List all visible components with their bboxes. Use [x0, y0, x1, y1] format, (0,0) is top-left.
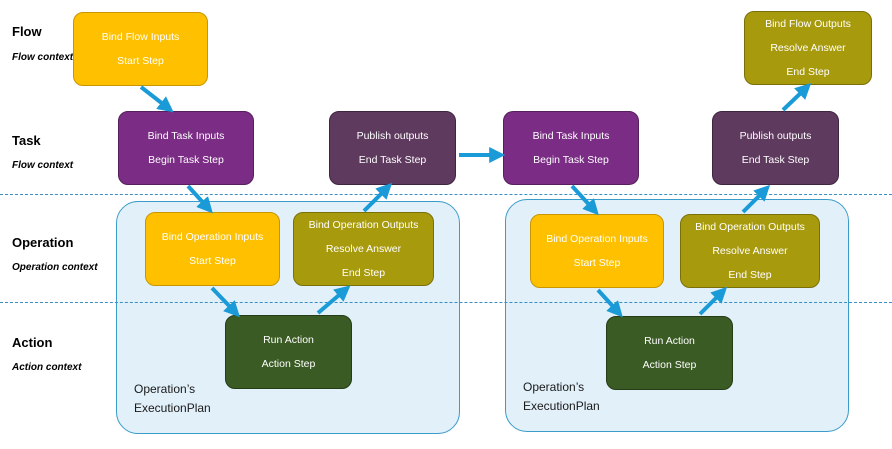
node-op2-end-line2: Resolve Answer [712, 245, 788, 257]
arrow-op2-end-to-task2-end [741, 184, 771, 214]
execution-plan-left-label-line1: Operation’s [134, 382, 196, 396]
execution-plan-right-label-line1: Operation’s [523, 380, 585, 394]
node-task2-begin-line2: Begin Task Step [533, 154, 609, 166]
node-flow-start-line2: Start Step [117, 55, 164, 67]
node-op1-start: Bind Operation Inputs Start Step [145, 212, 280, 286]
node-flow-end-line2: Resolve Answer [770, 42, 846, 54]
node-flow-end: Bind Flow Outputs Resolve Answer End Ste… [744, 11, 872, 85]
arrow-flow-start-to-task1 [139, 85, 174, 113]
lane-context-action: Action context [12, 362, 82, 373]
arrow-task2-begin-to-op2-start [570, 184, 599, 216]
node-action2: Run Action Action Step [606, 316, 733, 390]
node-task1-end-line2: End Task Step [358, 154, 427, 166]
execution-plan-right-label: Operation’s ExecutionPlan [523, 378, 600, 416]
node-op2-end-line1: Bind Operation Outputs [695, 221, 805, 233]
arrow-op1-start-to-action1 [210, 286, 240, 318]
lane-divider-operation-action [0, 302, 892, 303]
execution-plan-left-label-line2: ExecutionPlan [134, 401, 211, 415]
node-task1-end-line1: Publish outputs [356, 130, 429, 142]
node-action2-line2: Action Step [642, 359, 697, 371]
node-flow-start: Bind Flow Inputs Start Step [73, 12, 208, 86]
node-action2-line1: Run Action [644, 335, 695, 347]
lane-title-action: Action [12, 335, 53, 350]
node-flow-end-line1: Bind Flow Outputs [765, 18, 851, 30]
node-op1-start-line2: Start Step [189, 255, 236, 267]
arrow-op2-start-to-action2 [596, 288, 623, 318]
node-op1-start-line1: Bind Operation Inputs [161, 231, 264, 243]
arrow-action2-to-op2-end [698, 286, 728, 316]
execution-plan-left-label: Operation’s ExecutionPlan [134, 380, 211, 418]
arrow-task1-to-op1-start [186, 184, 213, 214]
node-flow-start-line1: Bind Flow Inputs [101, 31, 180, 43]
lane-context-operation: Operation context [12, 262, 98, 273]
node-action1: Run Action Action Step [225, 315, 352, 389]
node-task2-end-line2: End Task Step [741, 154, 810, 166]
node-action1-line1: Run Action [263, 334, 314, 346]
node-flow-end-line3: End Step [786, 66, 830, 78]
arrow-task2-end-to-flow-end [781, 83, 812, 112]
node-action1-line2: Action Step [261, 358, 316, 370]
lane-title-operation: Operation [12, 235, 74, 250]
node-op2-end: Bind Operation Outputs Resolve Answer En… [680, 214, 820, 288]
node-task2-begin: Bind Task Inputs Begin Task Step [503, 111, 639, 185]
node-task1-begin: Bind Task Inputs Begin Task Step [118, 111, 254, 185]
node-task2-end-line1: Publish outputs [739, 130, 812, 142]
lane-context-task: Flow context [12, 160, 74, 171]
lane-divider-task-operation [0, 194, 892, 195]
node-task1-begin-line2: Begin Task Step [148, 154, 224, 166]
node-task1-begin-line1: Bind Task Inputs [147, 130, 225, 142]
node-op1-end-line3: End Step [341, 267, 386, 279]
node-op2-start-line2: Start Step [573, 257, 621, 269]
lane-title-flow: Flow [12, 24, 42, 39]
lane-context-flow: Flow context [12, 52, 74, 63]
node-task2-end: Publish outputs End Task Step [712, 111, 839, 185]
node-task2-begin-line1: Bind Task Inputs [532, 130, 610, 142]
arrow-op1-end-to-task1-end [362, 182, 393, 213]
node-op2-end-line3: End Step [728, 269, 772, 281]
node-task1-end: Publish outputs End Task Step [329, 111, 456, 185]
node-op1-end: Bind Operation Outputs Resolve Answer En… [293, 212, 434, 286]
node-op1-end-line1: Bind Operation Outputs [308, 219, 419, 231]
lane-title-task: Task [12, 133, 41, 148]
arrow-action1-to-op1-end [316, 285, 351, 315]
execution-plan-right-label-line2: ExecutionPlan [523, 399, 600, 413]
node-op1-end-line2: Resolve Answer [325, 243, 402, 255]
node-op2-start-line1: Bind Operation Inputs [546, 233, 648, 245]
